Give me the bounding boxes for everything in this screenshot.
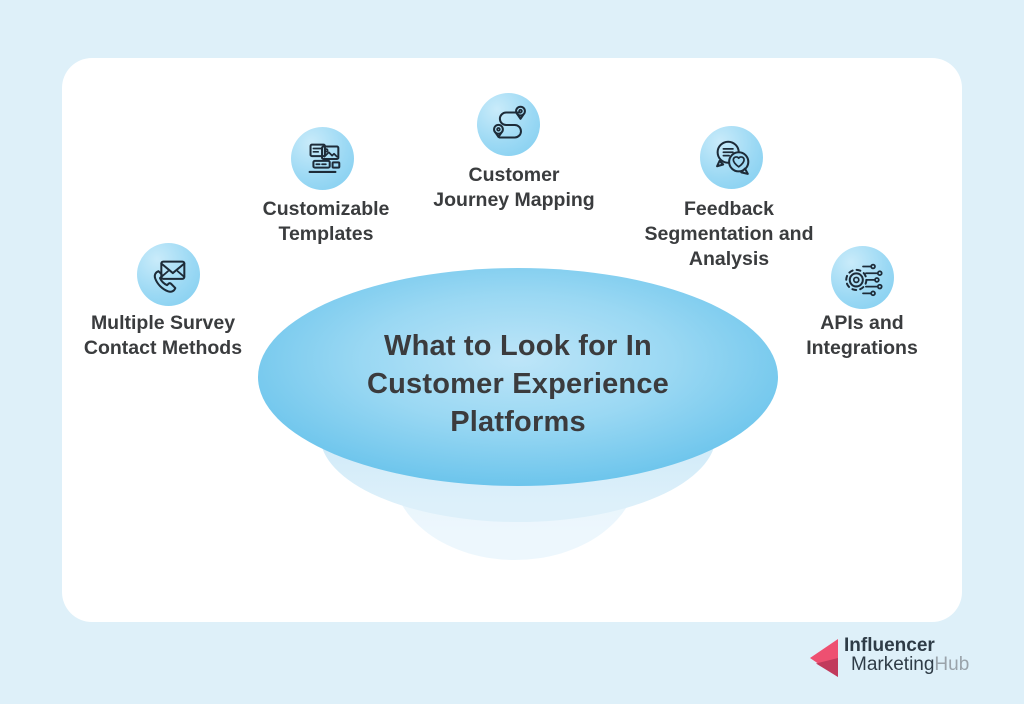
- journey-map-icon: [477, 93, 540, 156]
- item-5-line-1: APIs and: [820, 312, 904, 334]
- item-2-line-1: Customizable: [262, 198, 390, 220]
- item-label-multiple-survey: Multiple Survey Contact Methods: [55, 311, 271, 361]
- item-label-apis-integrations: APIs and Integrations: [762, 311, 962, 361]
- logo-marketing-text: Marketing: [851, 654, 935, 675]
- item-label-customizable-templates: Customizable Templates: [224, 197, 428, 247]
- page-title: What to Look for In Customer Experience …: [258, 327, 778, 441]
- central-ellipse: [258, 268, 778, 486]
- item-4-line-2: Segmentation and: [644, 223, 814, 245]
- item-label-customer-journey: Customer Journey Mapping: [403, 163, 625, 213]
- phone-envelope-icon: [137, 243, 200, 306]
- title-line-1: What to Look for In: [384, 330, 652, 362]
- item-5-line-2: Integrations: [806, 337, 918, 359]
- item-4-line-1: Feedback: [684, 198, 774, 220]
- chat-heart-icon: [700, 126, 763, 189]
- api-gear-icon: [831, 246, 894, 309]
- title-line-2: Customer Experience: [367, 368, 669, 400]
- logo-text: Influencer MarketingHub: [844, 636, 969, 674]
- item-1-line-1: Multiple Survey: [90, 312, 236, 334]
- item-2-line-2: Templates: [278, 223, 374, 245]
- item-3-line-1: Customer: [468, 164, 560, 186]
- title-line-3: Platforms: [450, 406, 586, 438]
- logo-hub-text: Hub: [934, 654, 970, 675]
- item-label-feedback-segmentation: Feedback Segmentation and Analysis: [619, 197, 839, 272]
- logo-arrow-icon: [810, 639, 838, 677]
- templates-icon: [291, 127, 354, 190]
- logo-line-marketinghub: MarketingHub: [851, 655, 969, 674]
- item-3-line-2: Journey Mapping: [433, 189, 595, 211]
- item-4-line-3: Analysis: [688, 248, 770, 270]
- item-1-line-2: Contact Methods: [83, 337, 243, 359]
- influencer-marketinghub-logo: Influencer MarketingHub: [808, 636, 969, 678]
- logo-line-influencer: Influencer: [844, 635, 935, 656]
